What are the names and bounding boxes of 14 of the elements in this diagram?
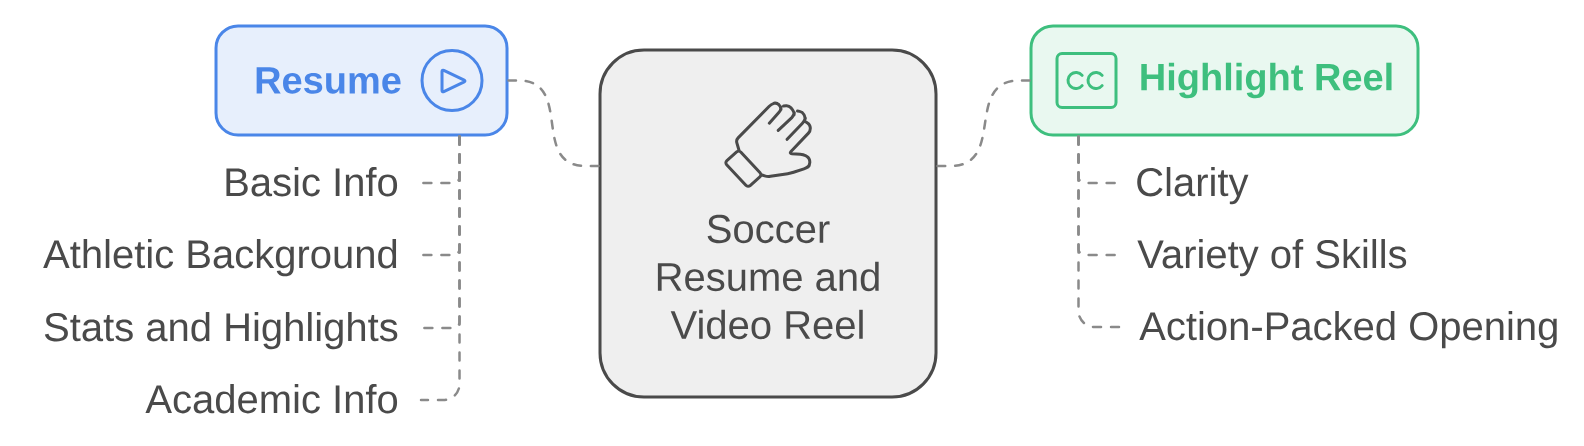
topic-box: Resume [214, 24, 509, 137]
item-label: Basic Info [226, 167, 398, 197]
item-label: Variety of Skills [1137, 239, 1407, 277]
connector-line [936, 79, 1031, 168]
item-label: Clarity [1137, 167, 1249, 205]
item-label: Action-Packed Opening [1139, 311, 1557, 349]
topic-box: Highlight Reel [1029, 24, 1420, 137]
central-box: Soccer Resume and Video Reel [598, 48, 938, 399]
connector-line [507, 79, 600, 168]
connector-line [419, 135, 461, 402]
item-label: Athletic Background [43, 239, 397, 277]
item-label: Stats and Highlights [44, 312, 398, 350]
connector-line [1077, 135, 1121, 329]
item-label: Academic Info [145, 384, 398, 414]
